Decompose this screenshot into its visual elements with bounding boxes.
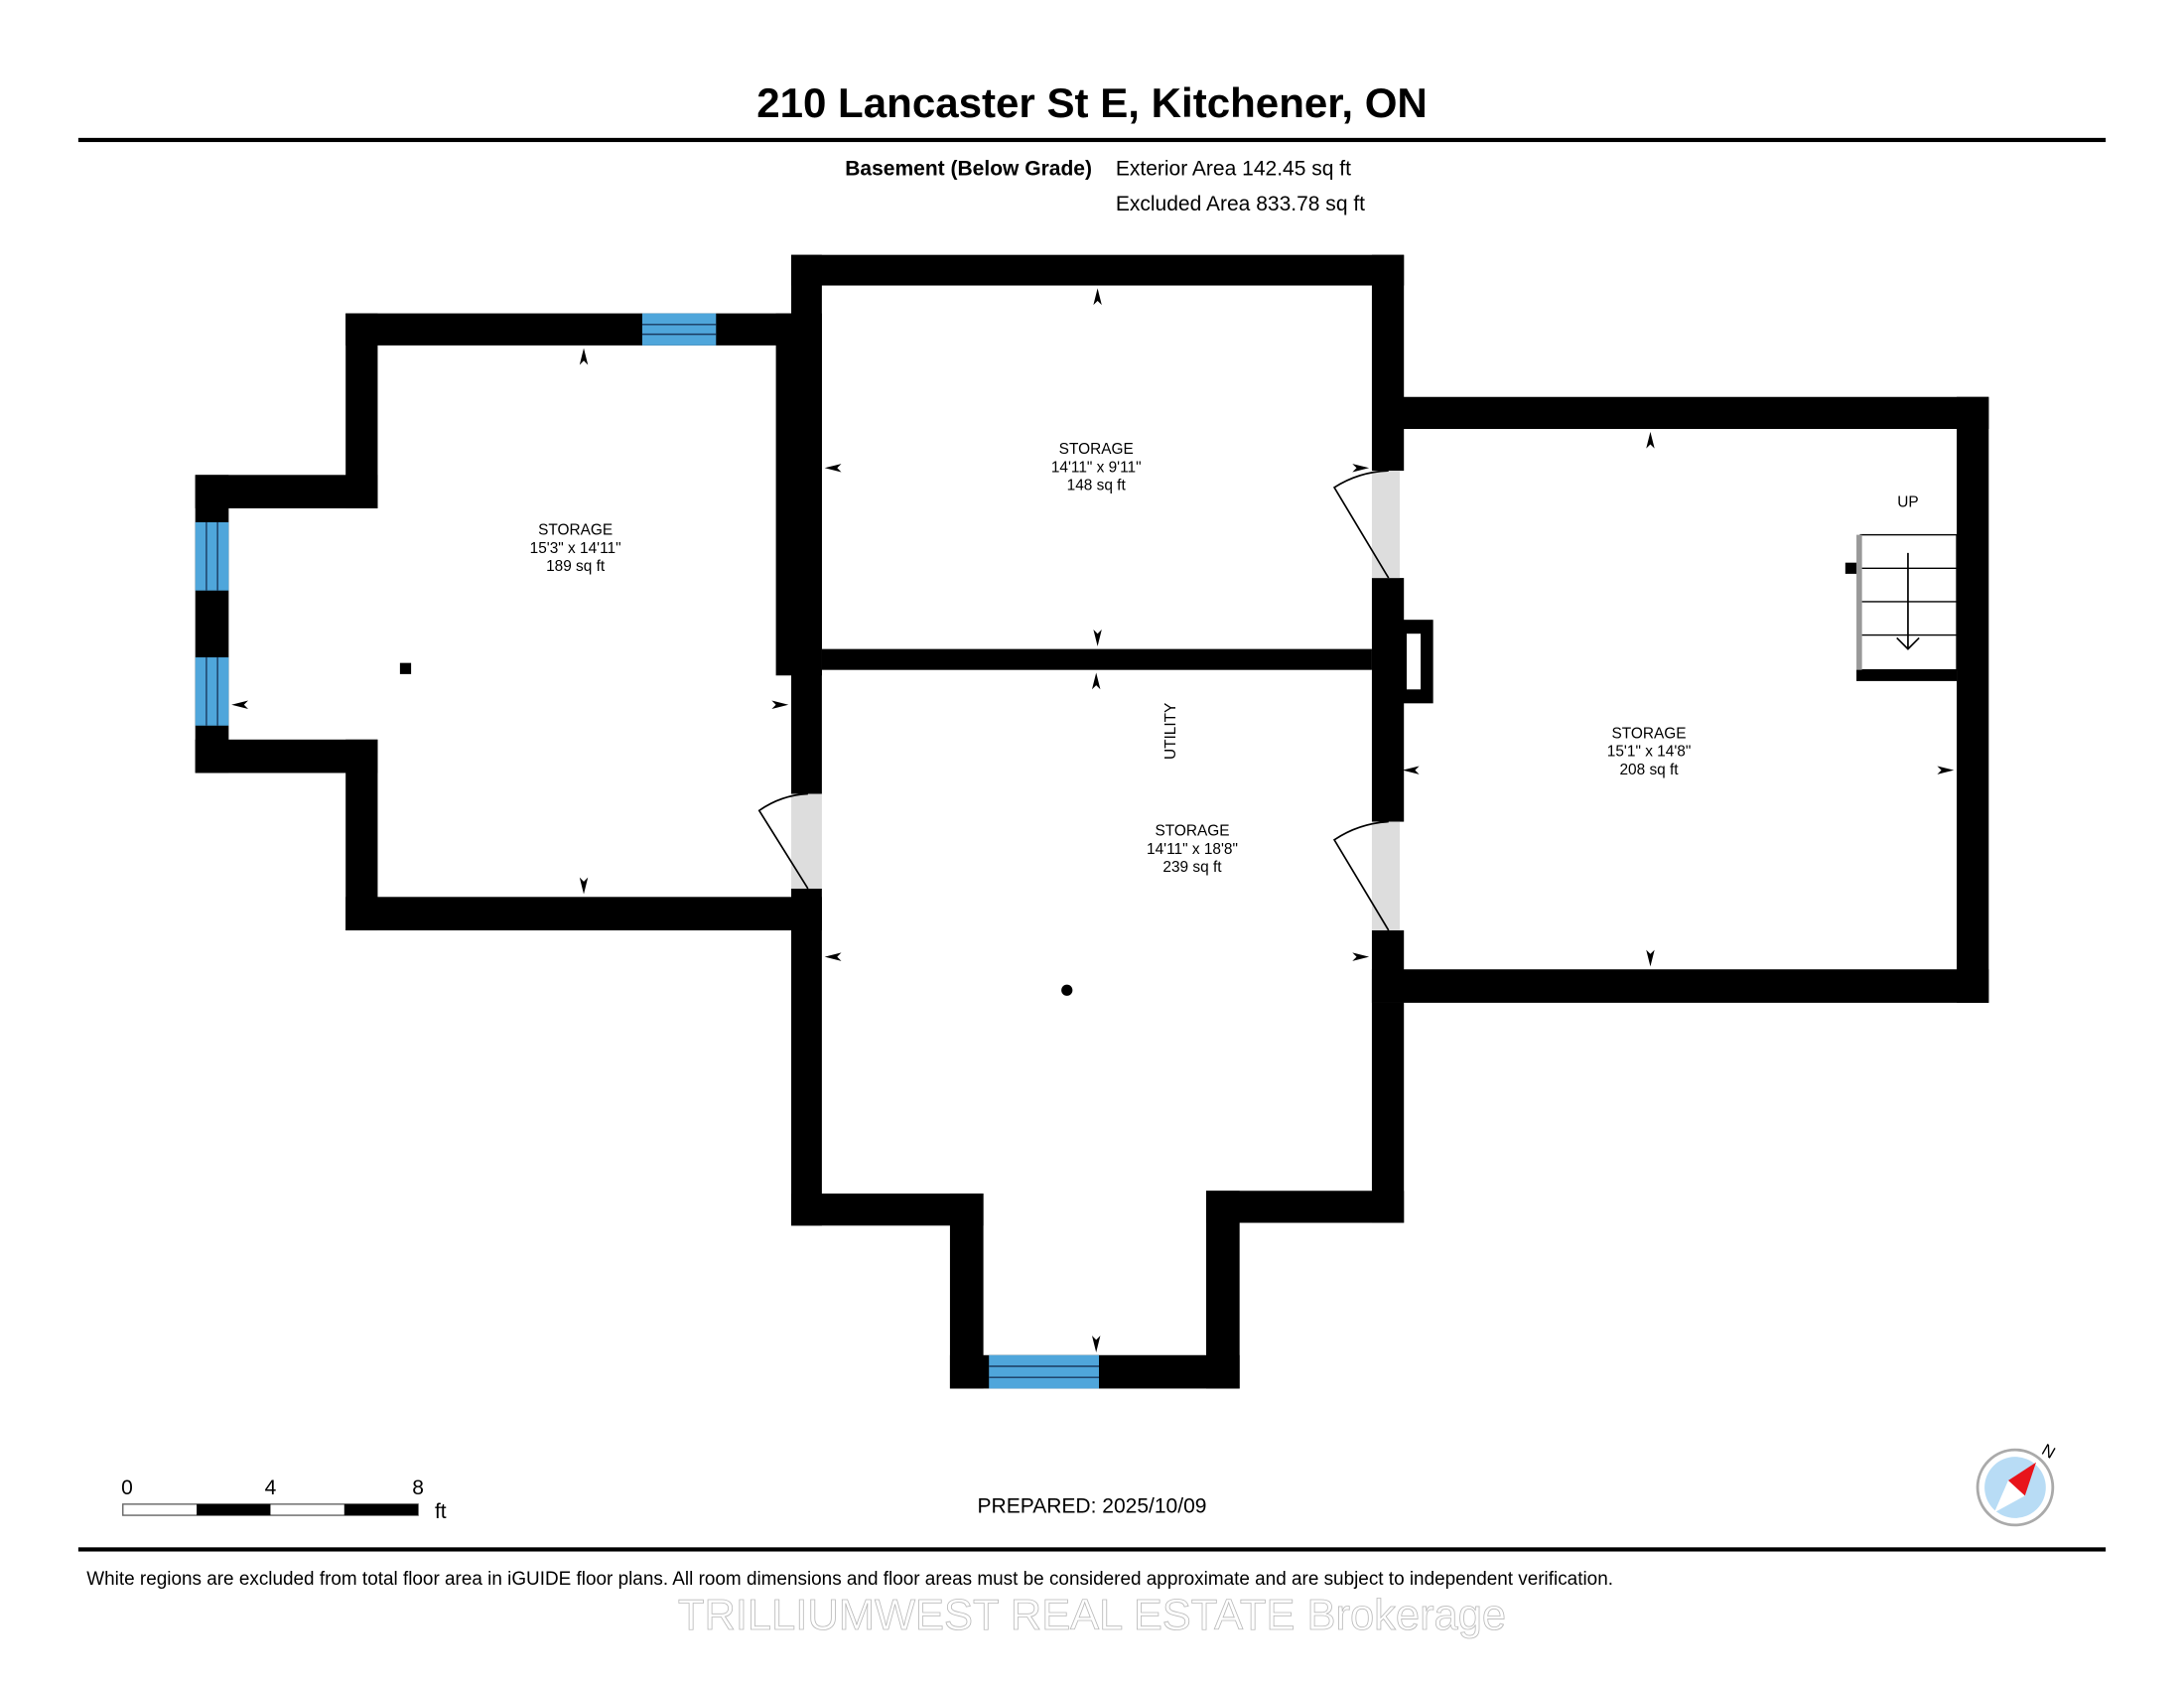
- utility-label: UTILITY: [1162, 703, 1179, 760]
- stairs-arrow-icon: [1896, 552, 1920, 650]
- svg-text:14'11" x 18'8": 14'11" x 18'8": [1147, 841, 1238, 858]
- doors: [757, 470, 1400, 931]
- svg-text:0: 0: [121, 1477, 133, 1499]
- svg-text:STORAGE: STORAGE: [538, 522, 613, 539]
- room-label-storage-center: STORAGE 14'11" x 18'8" 239 sq ft: [1147, 823, 1238, 876]
- compass-icon: N: [1976, 1440, 2059, 1527]
- footer-divider: [77, 1547, 2107, 1552]
- walls: [195, 254, 1989, 1389]
- svg-text:208 sq ft: 208 sq ft: [1620, 762, 1680, 778]
- svg-text:ft: ft: [435, 1500, 447, 1523]
- prepared-date: PREPARED: 2025/10/09: [978, 1494, 1207, 1517]
- stairs-up-label: UP: [1897, 494, 1918, 511]
- exterior-area: Exterior Area 142.45 sq ft: [1116, 158, 1351, 181]
- svg-text:15'1" x 14'8": 15'1" x 14'8": [1607, 744, 1692, 761]
- disclaimer: White regions are excluded from total fl…: [86, 1569, 1613, 1590]
- room-label-storage-top: STORAGE 14'11" x 9'11" 148 sq ft: [1051, 441, 1142, 493]
- scale-bar: 0 4 8 ft: [121, 1477, 447, 1523]
- svg-text:15'3" x 14'11": 15'3" x 14'11": [530, 540, 621, 557]
- svg-text:148 sq ft: 148 sq ft: [1067, 478, 1127, 494]
- excluded-area: Excluded Area 833.78 sq ft: [1116, 193, 1365, 215]
- room-label-storage-right: STORAGE 15'1" x 14'8" 208 sq ft: [1607, 725, 1692, 777]
- svg-text:STORAGE: STORAGE: [1155, 823, 1229, 840]
- svg-text:STORAGE: STORAGE: [1612, 725, 1687, 742]
- brokerage-watermark: TRILLIUMWEST REAL ESTATE Brokerage: [678, 1592, 1506, 1639]
- svg-text:4: 4: [265, 1477, 277, 1499]
- svg-text:14'11" x 9'11": 14'11" x 9'11": [1051, 459, 1142, 476]
- svg-text:189 sq ft: 189 sq ft: [546, 558, 606, 575]
- svg-text:239 sq ft: 239 sq ft: [1162, 859, 1222, 876]
- svg-text:8: 8: [412, 1477, 424, 1499]
- floor-name: Basement (Below Grade): [845, 158, 1092, 181]
- page-title: 210 Lancaster St E, Kitchener, ON: [756, 79, 1428, 126]
- windows: [195, 313, 1100, 1389]
- header-divider: [77, 137, 2107, 143]
- stairs: UP: [1844, 494, 1958, 681]
- dimension-arrows: [231, 288, 1955, 1352]
- svg-text:STORAGE: STORAGE: [1059, 441, 1134, 458]
- room-label-storage-left: STORAGE 15'3" x 14'11" 189 sq ft: [530, 522, 621, 575]
